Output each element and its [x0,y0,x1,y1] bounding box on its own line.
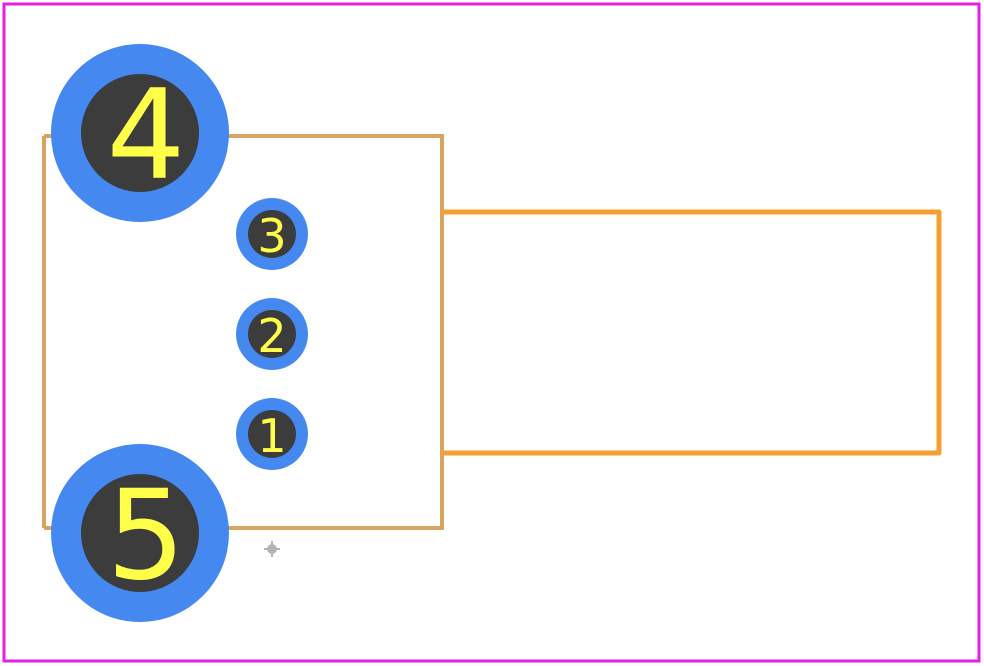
pad-4[interactable]: 4 [51,44,229,222]
pad-2[interactable]: 2 [236,298,308,370]
pad-5-number: 5 [107,464,186,608]
pad-2-hole [248,310,296,358]
pad-4-hole [81,74,199,192]
plug-opening-silkscreen [441,209,942,456]
pad-3[interactable]: 3 [236,198,308,270]
pad-5[interactable]: 5 [51,444,229,622]
pad-1-number: 1 [257,409,286,463]
pad-3-hole [248,210,296,258]
pad-1-hole [248,410,296,458]
pad-5-hole [81,474,199,592]
pad-2-number: 2 [257,309,286,363]
pad-4-number: 4 [107,64,186,208]
origin-marker-icon [264,541,280,557]
pad-3-number: 3 [257,209,286,263]
pad-1[interactable]: 1 [236,398,308,470]
